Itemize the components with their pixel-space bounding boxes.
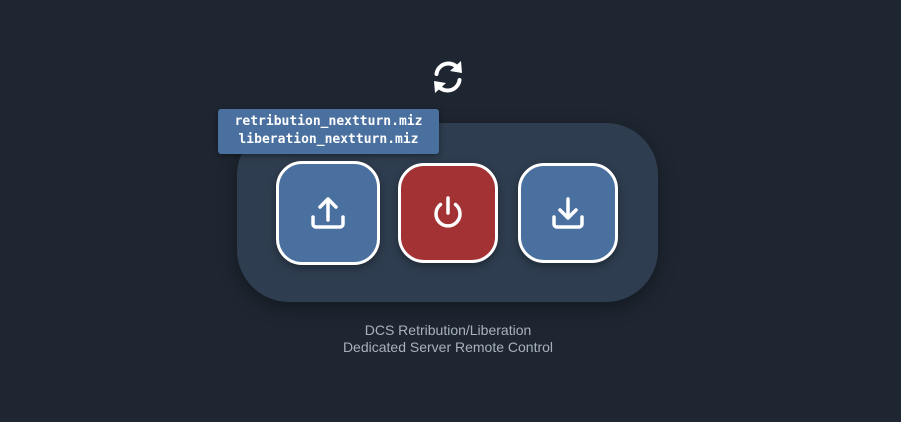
download-icon	[552, 197, 584, 229]
upload-tooltip: retribution_nextturn.miz liberation_next…	[218, 109, 439, 154]
refresh-button[interactable]	[427, 56, 469, 98]
app-caption: DCS Retribution/Liberation Dedicated Ser…	[300, 322, 596, 356]
upload-button[interactable]	[276, 161, 380, 265]
caption-line-2: Dedicated Server Remote Control	[342, 339, 554, 355]
power-icon	[434, 196, 462, 228]
tooltip-line: liberation_nextturn.miz	[238, 132, 419, 147]
refresh-icon	[434, 61, 462, 93]
caption-line-1: DCS Retribution/Liberation	[364, 322, 532, 338]
tooltip-line: retribution_nextturn.miz	[234, 114, 423, 129]
upload-icon	[311, 197, 345, 229]
power-button[interactable]	[398, 163, 498, 263]
download-button[interactable]	[518, 163, 618, 263]
